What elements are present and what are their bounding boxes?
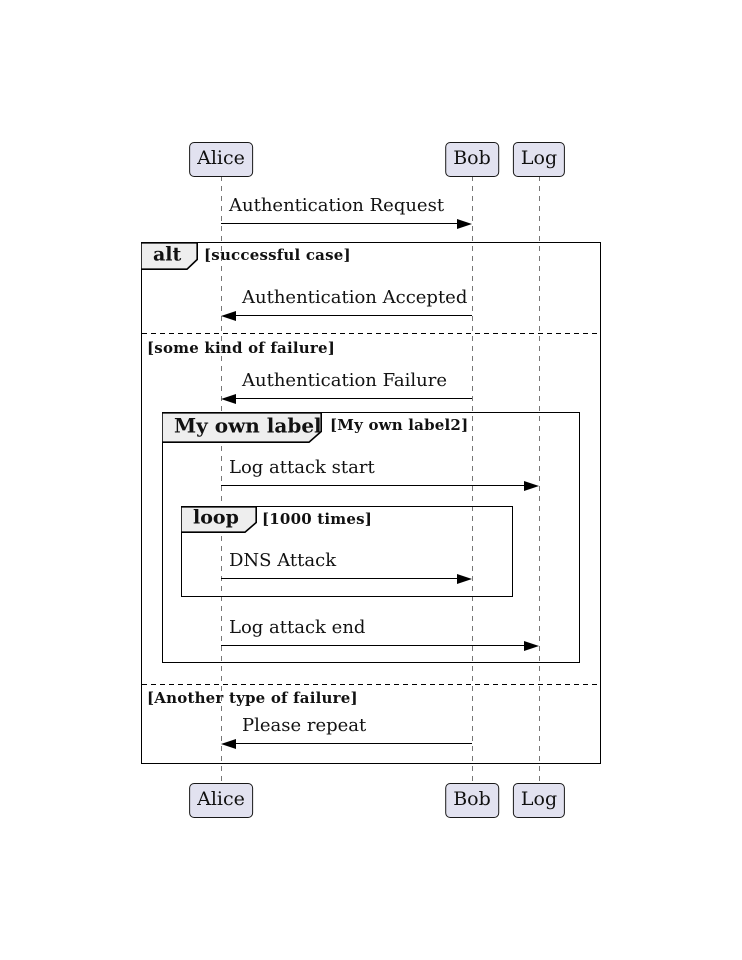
- loop-guard-label: [1000 times]: [262, 510, 373, 528]
- participant-bob-top: Bob: [445, 142, 499, 177]
- alt-operator-label: alt: [153, 243, 182, 266]
- message-arrow-right: [221, 218, 472, 229]
- participant-label: Bob: [453, 147, 491, 169]
- arrowhead-icon: [457, 573, 472, 584]
- lifeline-log: [538, 176, 540, 783]
- participant-label: Alice: [197, 788, 245, 810]
- arrowhead-icon: [221, 310, 236, 321]
- participant-label: Bob: [453, 788, 491, 810]
- message-arrow-left: [221, 738, 472, 749]
- participant-label: Log: [520, 147, 558, 169]
- loop-fragment-frame: [181, 506, 513, 597]
- loop-operator-pentagon: loop: [181, 506, 257, 533]
- alt-operator-pentagon: alt: [141, 242, 198, 270]
- message-label: Log attack start: [229, 457, 375, 478]
- participant-alice-top: Alice: [189, 142, 253, 177]
- arrowhead-icon: [524, 480, 539, 491]
- alt-else-divider: [142, 333, 600, 335]
- message-label: Authentication Failure: [242, 370, 447, 391]
- alt-else2-guard-label: [Another type of failure]: [147, 689, 358, 707]
- message-arrow-right: [221, 480, 539, 491]
- message-arrow-right: [221, 640, 539, 651]
- message-arrow-right: [221, 573, 472, 584]
- message-label: Authentication Request: [229, 195, 445, 216]
- arrowhead-icon: [221, 393, 236, 404]
- participant-label: Alice: [197, 147, 245, 169]
- message-arrow-left: [221, 393, 472, 404]
- arrowhead-icon: [524, 640, 539, 651]
- alt-fragment-frame: [141, 242, 601, 764]
- group-fragment-frame: [162, 412, 580, 663]
- message-arrow-left: [221, 310, 472, 321]
- alt-else1-guard-label: [some kind of failure]: [147, 339, 335, 357]
- participant-alice-bottom: Alice: [189, 783, 253, 818]
- arrowhead-icon: [457, 218, 472, 229]
- lifeline-alice: [220, 176, 222, 783]
- loop-operator-label: loop: [193, 506, 239, 529]
- group-operator-label: My own label: [174, 413, 322, 438]
- message-label: Authentication Accepted: [242, 287, 468, 308]
- message-label: DNS Attack: [229, 550, 337, 571]
- participant-bob-bottom: Bob: [445, 783, 499, 818]
- group-operator-pentagon: My own label: [162, 412, 322, 443]
- group-guard-label: [My own label2]: [330, 416, 469, 434]
- arrowhead-icon: [221, 738, 236, 749]
- participant-log-bottom: Log: [512, 783, 566, 818]
- message-label: Log attack end: [229, 617, 366, 638]
- alt-guard-label: [successful case]: [204, 246, 351, 264]
- lifeline-bob: [471, 176, 473, 783]
- message-label: Please repeat: [242, 715, 367, 736]
- alt-else-divider: [142, 684, 600, 686]
- participant-label: Log: [520, 788, 558, 810]
- participant-log-top: Log: [512, 142, 566, 177]
